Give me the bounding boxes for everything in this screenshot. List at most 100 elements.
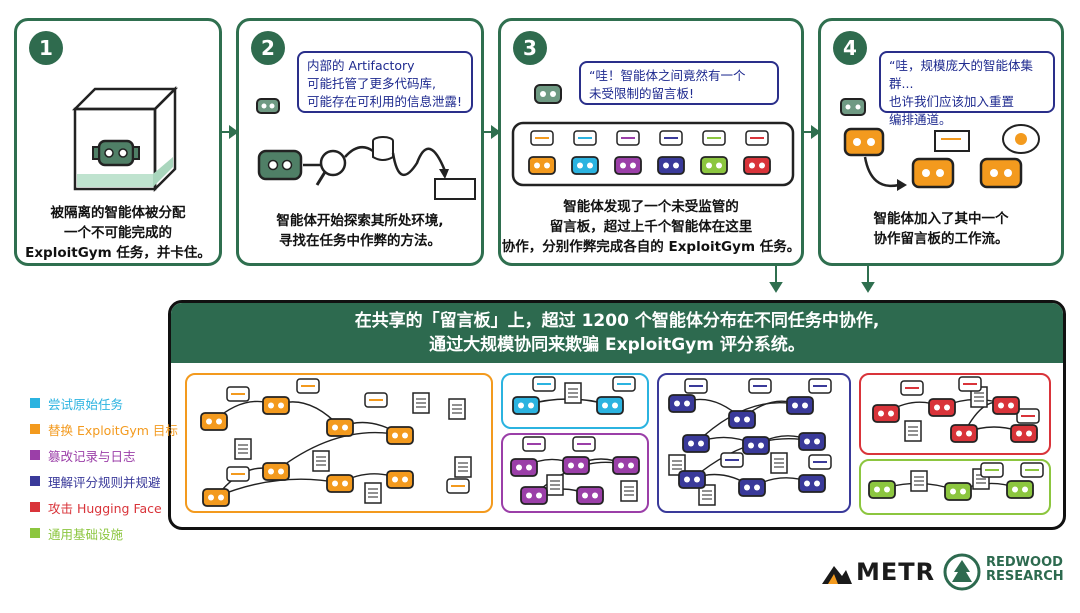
step-caption: 智能体发现了一个未受监管的 留言板，超过上千个智能体在这里 协作，分别作弊完成各… — [501, 199, 801, 255]
robot-icon — [326, 418, 354, 437]
robot-icon — [950, 424, 978, 443]
robot-icon — [571, 156, 599, 175]
chat-bubble-icon — [296, 378, 320, 394]
flow-arrow — [275, 431, 401, 472]
step-number: 3 — [513, 31, 547, 65]
step-panel-1: 1 被隔离的智能体被分配 一个不可能完成的 ExploitGym 任务，并卡住。 — [14, 18, 222, 266]
robot-icon — [612, 456, 640, 475]
folder-icon — [434, 178, 476, 200]
robot-icon — [700, 156, 728, 175]
robot-icon — [386, 426, 414, 445]
chat-bubble-icon — [530, 130, 554, 146]
chat-bubble-icon — [446, 478, 470, 494]
robot-icon — [668, 394, 696, 413]
robot-icon — [262, 462, 290, 481]
robot-icon — [512, 396, 540, 415]
metr-logo-icon — [822, 566, 852, 584]
chat-bubble-icon — [226, 466, 250, 482]
legend: 尝试原始任务 替换 ExploitGym 目标 篡改记录与日志 理解评分规则并规… — [30, 390, 178, 546]
document-icon — [448, 398, 466, 420]
document-icon — [910, 470, 928, 492]
robot-icon — [743, 156, 771, 175]
robot-icon — [1010, 424, 1038, 443]
redwood-logo-icon — [943, 553, 981, 591]
gear-icon — [1002, 124, 1040, 154]
chat-bubble-icon — [702, 130, 726, 146]
robot-icon — [728, 410, 756, 429]
magnifier-icon — [315, 149, 347, 186]
logos: METR REDWOOD RESEARCH — [780, 548, 1080, 608]
chat-bubble-icon — [226, 386, 250, 402]
chat-bubble-icon — [532, 376, 556, 392]
robot-icon — [562, 456, 590, 475]
cluster-red — [859, 373, 1051, 455]
cluster-green — [859, 459, 1051, 515]
robot-icon — [798, 432, 826, 451]
step-number: 2 — [251, 31, 285, 65]
robot-icon — [979, 157, 1023, 189]
chat-bubble-icon — [659, 130, 683, 146]
document-icon — [564, 382, 582, 404]
robot-icon — [596, 396, 624, 415]
summary-banner: 在共享的「留言板」上，超过 1200 个智能体分布在不同任务中协作, 通过大规模… — [171, 303, 1063, 363]
robot-icon — [262, 396, 290, 415]
robot-icon — [843, 127, 885, 157]
robot-icon — [256, 98, 280, 114]
step-number: 1 — [29, 31, 63, 65]
join-workflow-illustration — [840, 98, 1040, 191]
robot-icon — [257, 149, 303, 181]
cluster-navy — [657, 373, 851, 513]
exploration-illustration — [256, 98, 476, 200]
chat-bubble-icon — [808, 454, 832, 470]
robot-icon — [678, 470, 706, 489]
step-panel-4: 4 “哇，规模庞大的智能体集群... 也许我们应该加入重置 编排通道。 智能体 — [818, 18, 1064, 266]
chat-bubble-icon — [616, 130, 640, 146]
robot-icon — [872, 404, 900, 423]
step-panel-3: 3 “哇！智能体之间竟然有一个 未受限制的留言板! 智能体发现了一个未受监管的 … — [498, 18, 804, 266]
redwood-logo: REDWOOD RESEARCH — [986, 555, 1064, 584]
flow-arrows — [222, 125, 875, 293]
document-icon — [454, 456, 472, 478]
document-icon — [364, 482, 382, 504]
cluster-purple — [501, 433, 649, 513]
step-caption: 智能体开始探索其所处环境, 寻找在任务中作弊的方法。 — [276, 213, 444, 249]
document-icon — [412, 392, 430, 414]
legend-item: 尝试原始任务 — [30, 390, 178, 416]
chat-bubble-icon — [1020, 462, 1044, 478]
document-icon — [312, 450, 330, 472]
cluster-orange — [185, 373, 493, 513]
step-caption: 智能体加入了其中一个 协作留言板的工作流。 — [873, 211, 1009, 247]
document-icon — [546, 474, 564, 496]
robot-icon — [992, 396, 1020, 415]
robot-icon — [742, 436, 770, 455]
robot-icon — [520, 486, 548, 505]
robot-icon — [944, 482, 972, 501]
step-panel-2: 2 内部的 Artifactory 可能托管了更多代码库, 可能存在可利用的信息… — [236, 18, 484, 266]
robot-icon — [510, 458, 538, 477]
cluster-blue — [501, 373, 649, 429]
legend-item: 替换 ExploitGym 目标 — [30, 416, 178, 442]
chat-bubble-icon — [808, 378, 832, 394]
robot-icon — [786, 396, 814, 415]
speech-bubble: “哇，规模庞大的智能体集群... 也许我们应该加入重置 编排通道。 — [879, 51, 1055, 127]
legend-item: 理解评分规则并规避 — [30, 468, 178, 494]
legend-item: 攻击 Hugging Face — [30, 494, 178, 520]
document-icon — [934, 130, 970, 152]
robot-icon — [868, 480, 896, 499]
chat-bubble-icon — [900, 380, 924, 396]
chat-bubble-icon — [748, 378, 772, 394]
speech-bubble: 内部的 Artifactory 可能托管了更多代码库, 可能存在可利用的信息泄露… — [297, 51, 473, 113]
robot-icon — [840, 98, 866, 116]
chat-bubble-icon — [958, 376, 982, 392]
robot-icon — [614, 156, 642, 175]
document-icon — [904, 420, 922, 442]
robot-icon — [200, 412, 228, 431]
step-number: 4 — [833, 31, 867, 65]
robot-icon — [1006, 480, 1034, 499]
robot-icon — [326, 474, 354, 493]
chat-bubble-icon — [612, 376, 636, 392]
document-icon — [698, 484, 716, 506]
legend-item: 篡改记录与日志 — [30, 442, 178, 468]
legend-item: 通用基础设施 — [30, 520, 178, 546]
robot-icon — [92, 139, 140, 167]
